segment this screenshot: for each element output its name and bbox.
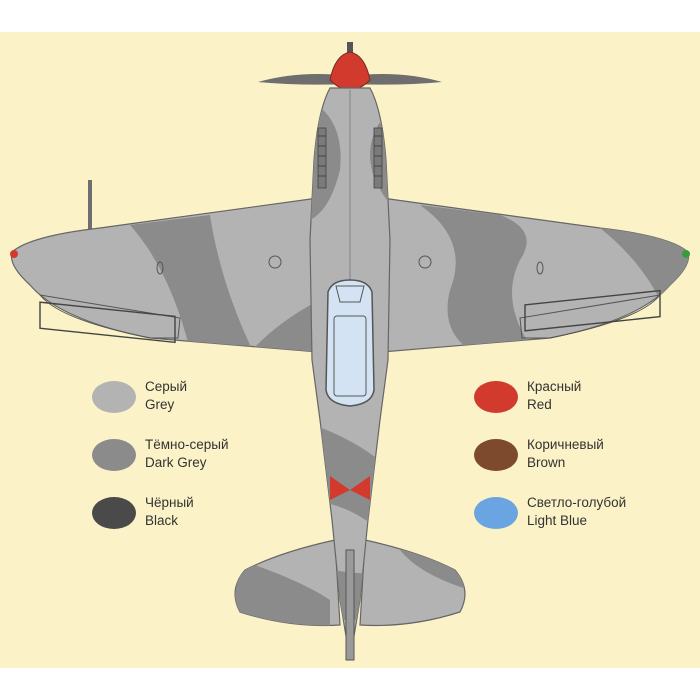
legend-label-en: Black xyxy=(145,513,179,528)
legend-label-ru: Серый xyxy=(145,379,188,394)
cockpit-canopy xyxy=(325,279,375,407)
red-chevron-right xyxy=(350,476,370,500)
legend-label-ru: Коричневый xyxy=(527,437,604,452)
tail-fin xyxy=(345,549,355,661)
brown-swatch xyxy=(474,439,518,471)
grey-swatch xyxy=(92,381,136,413)
legend-label-ru: Тёмно-серый xyxy=(145,437,229,452)
dark-grey-swatch xyxy=(92,439,136,471)
propeller xyxy=(258,42,442,91)
light-blue-swatch xyxy=(474,497,518,529)
legend-label-en: Brown xyxy=(527,455,566,470)
starboard-nav-light xyxy=(682,250,690,258)
legend-label-en: Red xyxy=(527,397,552,412)
legend-label-en: Light Blue xyxy=(527,513,588,528)
black-swatch xyxy=(92,497,136,529)
legend-label-ru: Красный xyxy=(527,379,582,394)
legend-label-en: Dark Grey xyxy=(145,455,207,470)
legend-label-ru: Светло-голубой xyxy=(527,495,627,510)
wings xyxy=(10,197,690,353)
legend-label-en: Grey xyxy=(145,397,175,412)
red-chevron-left xyxy=(330,476,350,500)
antenna-mast xyxy=(88,180,92,234)
red-swatch xyxy=(474,381,518,413)
legend-label-ru: Чёрный xyxy=(145,495,194,510)
port-nav-light xyxy=(10,250,18,258)
